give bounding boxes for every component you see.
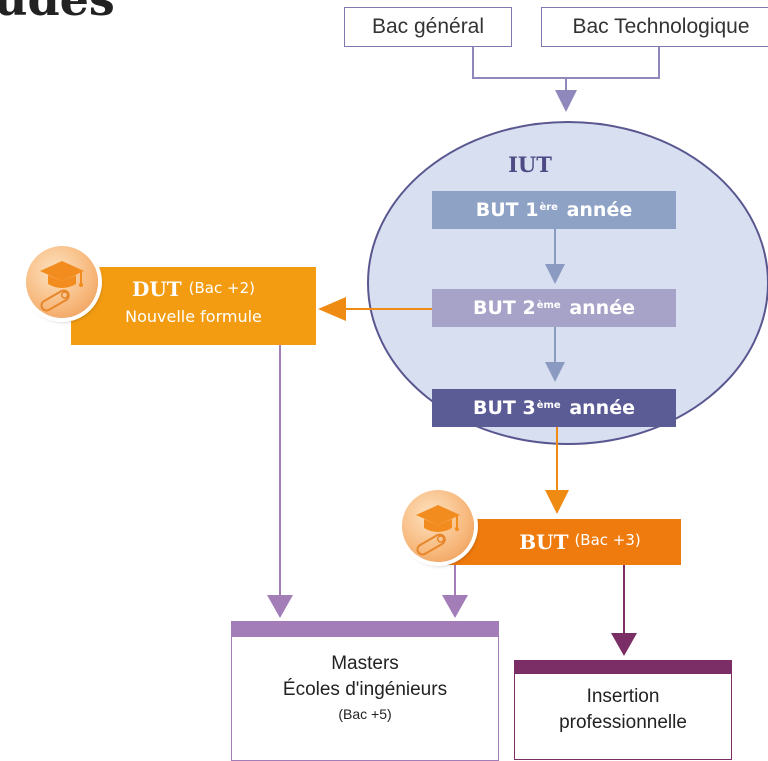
but-1-suffix: année [559, 199, 633, 221]
bac-technologique-box: Bac Technologique [541, 7, 768, 47]
arrow-but-to-masters [442, 595, 468, 618]
masters-label: Masters [331, 653, 399, 674]
arrow-but1-to-but2 [545, 264, 565, 284]
professionnelle-label: professionnelle [559, 712, 687, 733]
dut-title: DUT [132, 277, 182, 301]
bac-merge-connector [472, 47, 660, 92]
but-3-suffix: année [562, 397, 635, 419]
insertion-destination-box: Insertion professionnelle [514, 660, 732, 760]
arrow-to-but-diploma [545, 490, 569, 514]
dut-level: (Bac +2) [188, 279, 255, 297]
but-3-prefix: BUT 3 [473, 397, 536, 419]
but-2-suffix: année [562, 297, 635, 319]
ecoles-ingenieurs-label: Écoles d'ingénieurs [282, 679, 448, 700]
masters-level: (Bac +5) [338, 706, 392, 722]
but-diploma-box: BUT (Bac +3) [439, 519, 681, 565]
arrow-but2-to-but3 [545, 362, 565, 382]
bac-general-label: Bac général [371, 15, 485, 38]
iut-title: IUT [508, 152, 552, 177]
bac-technologique-label: Bac Technologique [572, 15, 750, 38]
graduation-cap-diploma-icon [402, 490, 474, 562]
arrow-but-to-insertion [611, 633, 637, 656]
but-1-sup: ère [539, 201, 558, 213]
graduation-cap-diploma-icon [26, 246, 98, 318]
dut-heading: DUT (Bac +2) [71, 277, 316, 301]
but-2-sup: ème [536, 299, 561, 311]
page-title-fragment: udes [0, 0, 115, 22]
insertion-label: Insertion [586, 686, 660, 707]
arrow-dut-to-masters [267, 595, 293, 618]
but-2-prefix: BUT 2 [473, 297, 536, 319]
arrow-to-iut [555, 90, 577, 112]
arrow-to-dut [318, 297, 346, 321]
bac-general-box: Bac général [344, 7, 512, 47]
dut-subtitle: Nouvelle formule [125, 307, 262, 326]
but-3-sup: ème [536, 399, 561, 411]
but-1-prefix: BUT 1 [475, 199, 539, 221]
but-diploma-level: (Bac +3) [574, 531, 641, 549]
masters-destination-box: Masters Écoles d'ingénieurs (Bac +5) [231, 621, 499, 761]
dut-box: DUT (Bac +2) Nouvelle formule [71, 267, 316, 345]
but-diploma-title: BUT [519, 530, 569, 554]
